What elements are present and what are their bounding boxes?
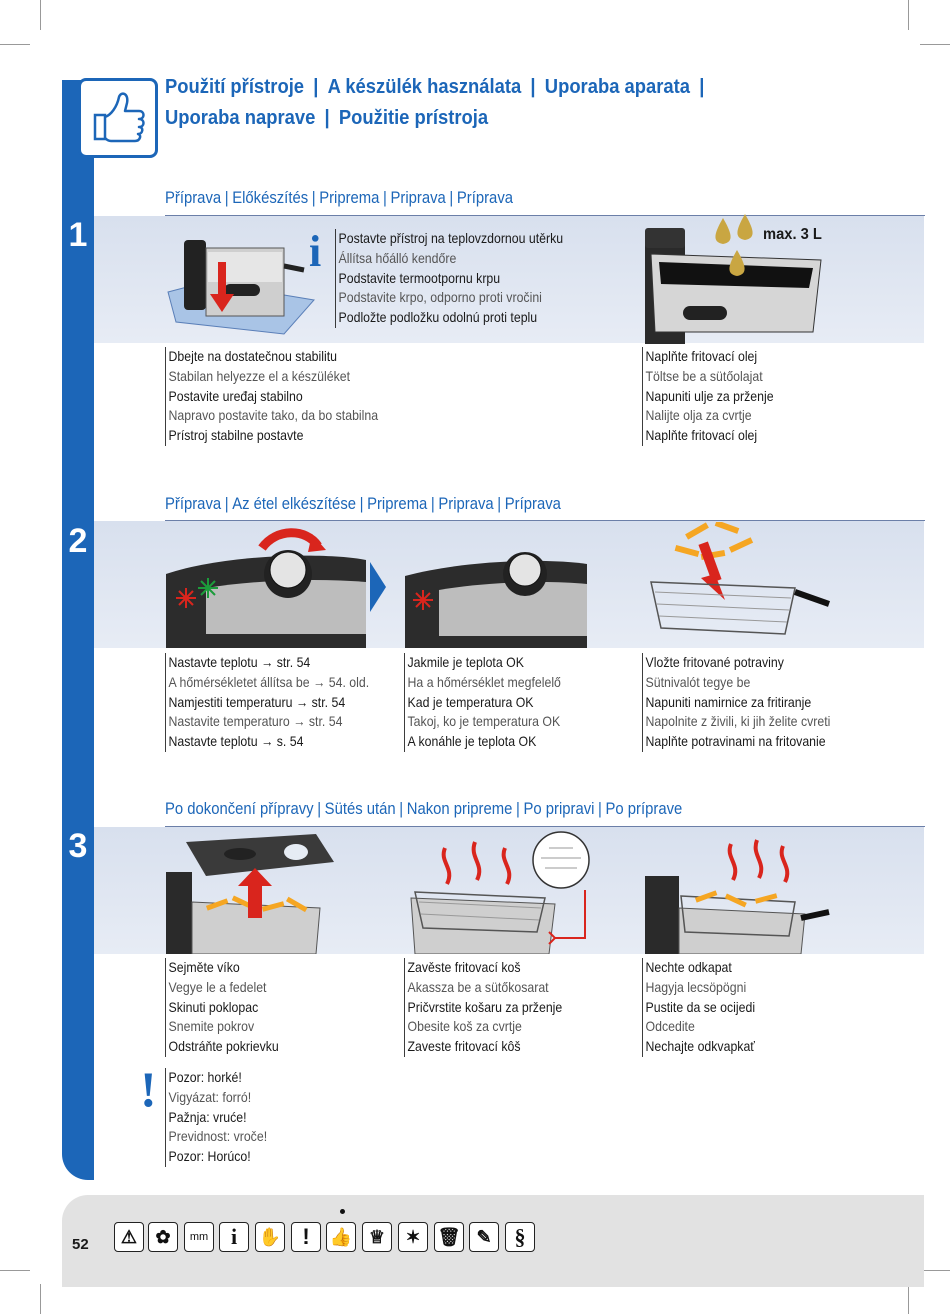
drain-basket-illustration	[645, 839, 830, 954]
page-number: 52	[72, 1236, 89, 1253]
step-number: 3	[68, 827, 88, 865]
step1-right-text: Naplňte fritovací olej Töltse be a sütőo…	[642, 347, 774, 446]
step3-col2-text: Zavěste fritovací koš Akassza be a sütők…	[404, 958, 562, 1057]
temperature-ready-illustration	[405, 552, 587, 648]
step3-col1-text: Sejměte víko Vegye le a fedelet Skinuti …	[165, 958, 279, 1057]
info-icon: i	[219, 1222, 249, 1252]
temperature-knob-illustration	[166, 528, 366, 648]
divider	[165, 215, 925, 216]
crop-mark	[920, 44, 950, 45]
step1-info-text: Postavte přístroj na teplovzdornou utěrk…	[335, 229, 563, 328]
blue-sidebar	[62, 80, 94, 1180]
step2-col1-text: Nastavte teplotu → str. 54 A hőmérséklet…	[165, 653, 369, 752]
oil-fill-illustration	[645, 214, 822, 344]
current-section-dot	[340, 1209, 345, 1214]
crop-mark	[40, 0, 41, 30]
ruler-mm-icon: mm	[184, 1222, 214, 1252]
step3-col3-text: Nechte odkapat Hagyja lecsöpögni Pustite…	[642, 958, 755, 1057]
pencil-icon: ✎	[469, 1222, 499, 1252]
step2-col3-text: Vložte fritované potraviny Sütnivalót te…	[642, 653, 830, 752]
sparkle-icon: ✶	[398, 1222, 428, 1252]
crop-mark	[40, 1284, 41, 1314]
chef-hat-icon: ♕	[362, 1222, 392, 1252]
exclamation-icon: !	[291, 1222, 321, 1252]
thumbs-up-icon	[93, 92, 145, 143]
step2-title: Příprava|Az étel elkészítése|Priprema|Pr…	[165, 495, 561, 513]
hot-warning-text: Pozor: horké! Vigyázat: forró! Pažnja: v…	[165, 1068, 267, 1167]
fryer-on-towel-illustration	[167, 240, 315, 335]
crop-mark	[908, 1284, 909, 1314]
page-title-line2: Uporaba naprave|Použitie prístroja	[165, 107, 489, 129]
info-icon: i	[309, 227, 322, 276]
basket-with-fries-illustration	[650, 522, 830, 635]
hand-icon: ✋	[255, 1222, 285, 1252]
header-icon-box	[78, 78, 158, 158]
flower-icon: ✿	[148, 1222, 178, 1252]
step3-title: Po dokončení přípravy|Sütés után|Nakon p…	[165, 800, 683, 818]
trash-bin-icon: 🗑	[434, 1222, 464, 1252]
hang-basket-illustration	[410, 831, 590, 954]
exclamation-icon: !	[140, 1061, 157, 1117]
step1-left-text: Dbejte na dostatečnou stabilitu Stabilan…	[165, 347, 378, 446]
thumbs-up-icon: 👍	[326, 1222, 356, 1252]
step2-col2-text: Jakmile je teplota OK Ha a hőmérséklet m…	[404, 653, 561, 752]
crop-mark	[0, 44, 30, 45]
mm-label: mm	[189, 1231, 209, 1243]
crop-mark	[0, 1270, 30, 1271]
step-number: 1	[68, 216, 88, 254]
next-step-arrow-icon	[370, 562, 386, 612]
step-number: 2	[68, 522, 88, 560]
divider	[165, 826, 925, 827]
page-title-line1: Použití přístroje|A készülék használata|…	[165, 76, 705, 98]
crop-mark	[908, 0, 909, 30]
paragraph-icon: §	[505, 1222, 535, 1252]
remove-lid-illustration	[166, 834, 334, 954]
crop-mark	[920, 1270, 950, 1271]
warning-triangle-icon: ⚠	[114, 1222, 144, 1252]
divider	[165, 520, 925, 521]
max-capacity-label: max. 3 L	[763, 226, 822, 243]
step1-title: Příprava|Előkészítés|Priprema|Priprava|P…	[165, 189, 514, 207]
